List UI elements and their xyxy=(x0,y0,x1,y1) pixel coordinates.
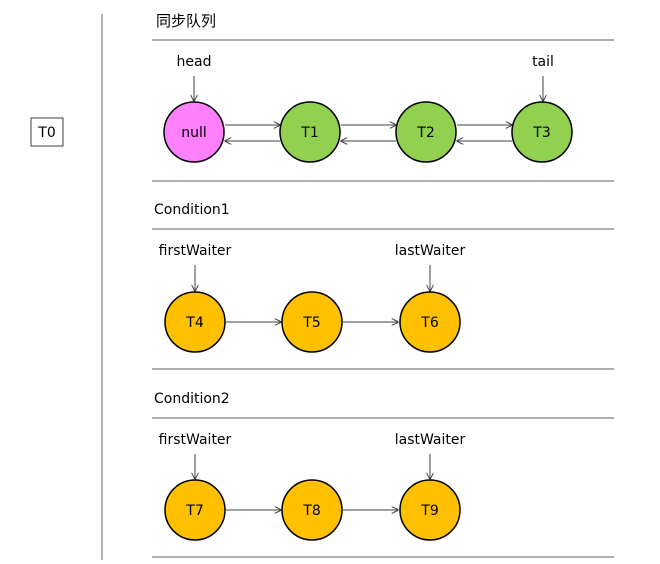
condition2-node-t9-label: T9 xyxy=(420,503,438,519)
sync-node-null-label: null xyxy=(181,125,207,141)
sync-node-t2 xyxy=(395,101,457,163)
condition2-node-t9 xyxy=(399,479,461,541)
sync-node-t2-label: T2 xyxy=(416,125,434,141)
condition2-node-t7 xyxy=(164,479,226,541)
condition1-title: Condition1 xyxy=(154,202,230,218)
head-label: head xyxy=(177,54,212,70)
sync-node-t3 xyxy=(511,101,573,163)
condition2-node-t8-label: T8 xyxy=(302,503,320,519)
condition2-first-waiter-label: firstWaiter xyxy=(159,432,232,448)
condition2-node-t7-label: T7 xyxy=(185,503,203,519)
condition1-first-waiter-label: firstWaiter xyxy=(159,243,232,259)
condition1-node-t6-label: T6 xyxy=(420,315,439,331)
condition1-node-t6 xyxy=(399,291,461,353)
condition1-last-waiter-label: lastWaiter xyxy=(395,243,466,259)
condition1-node-t4-label: T4 xyxy=(185,315,204,331)
sync-node-t3-label: T3 xyxy=(532,125,550,141)
sync-node-null xyxy=(163,101,225,163)
thread-box-label: T0 xyxy=(37,125,55,141)
condition1-node-t5 xyxy=(281,291,343,353)
thread-box xyxy=(30,117,64,147)
condition2-title: Condition2 xyxy=(154,391,230,407)
condition2-last-waiter-label: lastWaiter xyxy=(395,432,466,448)
condition1-node-t5-label: T5 xyxy=(302,315,320,331)
condition2-node-t8 xyxy=(281,479,343,541)
tail-label: tail xyxy=(532,54,554,70)
condition1-node-t4 xyxy=(164,291,226,353)
sync-node-t1-label: T1 xyxy=(300,125,318,141)
sync-node-t1 xyxy=(279,101,341,163)
sync-queue-title: 同步队列 xyxy=(156,12,216,30)
